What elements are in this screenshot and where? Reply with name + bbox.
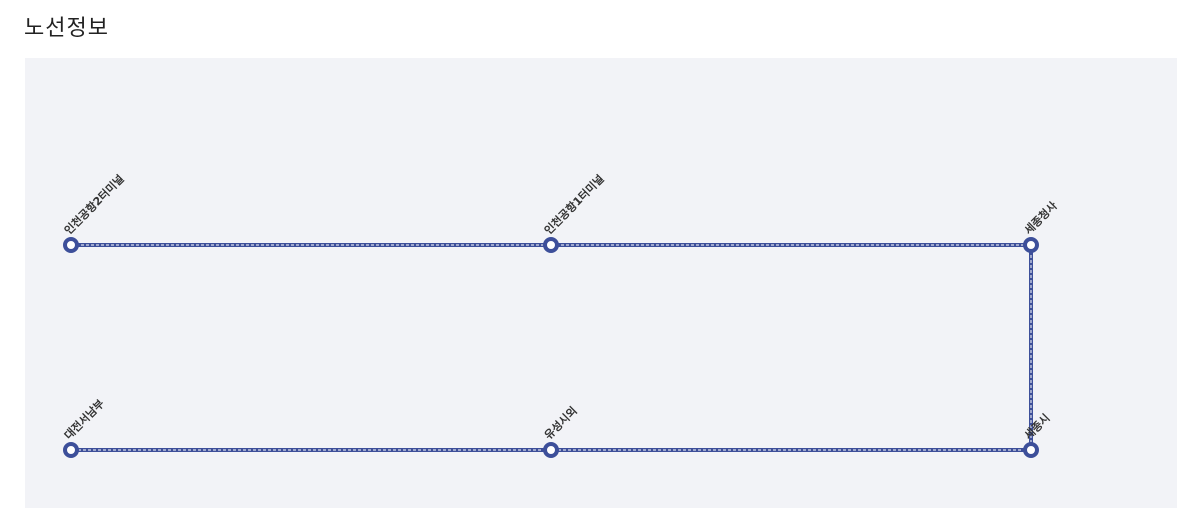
stop-node-icon[interactable] bbox=[543, 442, 559, 458]
stop-node-icon[interactable] bbox=[63, 442, 79, 458]
stop-label: 유성시외 bbox=[541, 404, 580, 443]
stop-node-icon[interactable] bbox=[1023, 237, 1039, 253]
route-stop[interactable]: 대전서남부 bbox=[61, 396, 107, 458]
route-stop[interactable]: 인천공항2터미널 bbox=[61, 172, 127, 253]
stop-node-icon[interactable] bbox=[1023, 442, 1039, 458]
stop-label: 세종청사 bbox=[1021, 198, 1060, 237]
stop-node-icon[interactable] bbox=[63, 237, 79, 253]
route-stop[interactable]: 인천공항1터미널 bbox=[541, 172, 607, 253]
stop-node-icon[interactable] bbox=[543, 237, 559, 253]
stop-label: 인천공항2터미널 bbox=[61, 172, 126, 237]
page-title: 노선정보 bbox=[24, 16, 109, 41]
route-stop[interactable]: 세종시 bbox=[1021, 411, 1053, 458]
stop-label: 대전서남부 bbox=[61, 396, 107, 442]
route-stop[interactable]: 세종청사 bbox=[1021, 198, 1060, 253]
stop-label: 세종시 bbox=[1021, 411, 1052, 442]
stop-label: 인천공항1터미널 bbox=[541, 172, 606, 237]
route-lines bbox=[71, 243, 1033, 452]
